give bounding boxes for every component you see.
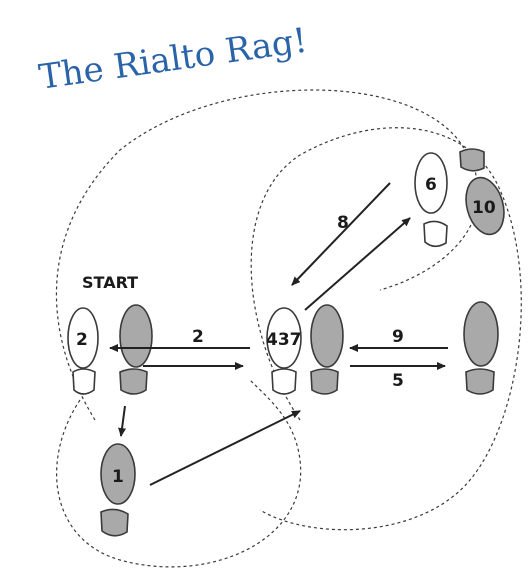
dashed-path-outer <box>55 89 480 421</box>
step-label-upper-right: 6 <box>425 175 437 195</box>
left-foot-center: 437 <box>266 307 302 395</box>
arrow-label-9: 9 <box>392 327 404 347</box>
arrow-lower-to-center <box>149 410 301 486</box>
right-foot-upper-right: 10 <box>459 148 505 236</box>
right-foot-start <box>119 304 153 395</box>
right-foot-center <box>310 304 344 395</box>
title: The Rialto Rag! <box>37 21 310 98</box>
step-label-lower-left: 1 <box>112 467 124 487</box>
step-label-left-start: 2 <box>76 330 88 350</box>
left-foot-start: 2 <box>67 307 99 395</box>
arrow-label-8: 8 <box>337 213 349 233</box>
start-label: START <box>82 273 138 292</box>
arrow-label-5: 5 <box>392 371 404 391</box>
arrow-center-to-upper <box>304 217 411 311</box>
left-foot-upper-right: 6 <box>414 152 448 248</box>
right-foot-far-right <box>463 301 499 395</box>
step-label-center-left: 437 <box>266 330 302 350</box>
step-label-upper-right-gray: 10 <box>472 198 496 218</box>
arrow-label-2: 2 <box>192 327 204 347</box>
dashed-path-right <box>250 127 522 531</box>
arrow-upper-to-center <box>291 182 391 286</box>
arrow-down-start <box>118 405 127 437</box>
right-foot-lower-left: 1 <box>100 443 136 537</box>
dashed-path-lower <box>56 379 302 568</box>
